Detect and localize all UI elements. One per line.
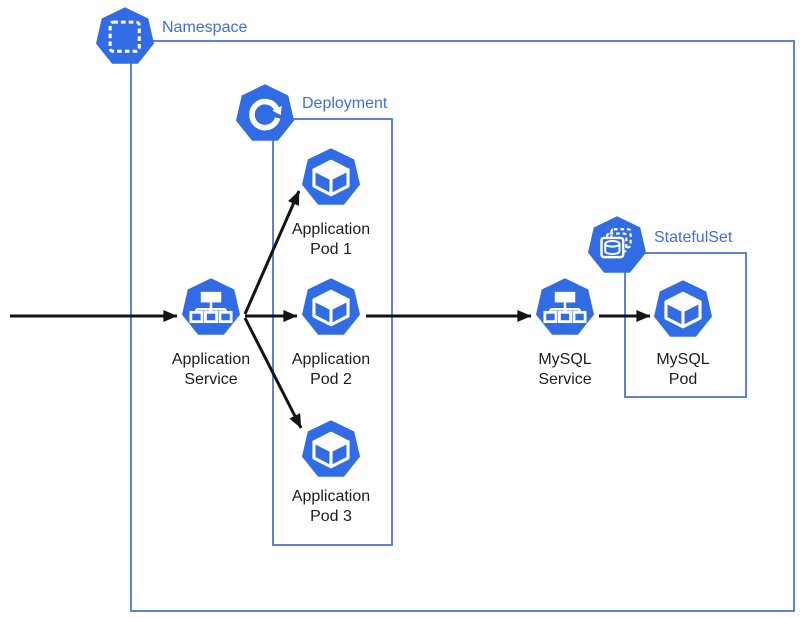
service-connector-lines xyxy=(195,302,227,313)
service-leaf-box xyxy=(572,310,587,324)
service-root-box xyxy=(200,291,222,303)
app-pod3-node xyxy=(300,419,362,481)
service-leaf-box xyxy=(204,310,218,324)
heptagon-shape xyxy=(235,84,295,141)
service-tree-icon xyxy=(535,278,595,335)
deployment-boundary-box xyxy=(272,118,393,546)
namespace-dashed-square-icon xyxy=(95,7,155,64)
statefulset-stacked-database-icon xyxy=(587,216,647,273)
mysql-service-node xyxy=(534,277,596,339)
app-pod1-node xyxy=(300,147,362,209)
service-leaf-box xyxy=(543,310,558,324)
pod-cube-icon xyxy=(301,420,361,477)
heptagon-shape xyxy=(95,7,155,64)
database-cylinder-body xyxy=(604,243,621,256)
deployment-node xyxy=(234,83,296,145)
cube-front-edges xyxy=(312,168,350,197)
cube-front-edges xyxy=(312,440,350,469)
namespace-boundary-box xyxy=(130,40,795,612)
app-pod2-node xyxy=(300,277,362,339)
pod-cube-icon xyxy=(653,280,713,337)
mysql-pod-node xyxy=(652,279,714,341)
arrow-app-service-to-pod1 xyxy=(243,190,301,315)
service-root-box xyxy=(554,291,576,303)
statefulset-boundary-box xyxy=(624,252,747,398)
app-service-node xyxy=(180,277,242,339)
deployment-circular-arrow-icon xyxy=(235,84,295,141)
service-connector-lines xyxy=(549,302,581,313)
service-leaf-box xyxy=(189,310,204,324)
namespace-node xyxy=(94,6,156,68)
circular-arrow-head xyxy=(272,105,282,116)
pod-cube-icon xyxy=(301,148,361,205)
pod-cube-icon xyxy=(301,278,361,335)
service-tree-icon xyxy=(181,278,241,335)
cube-front-edges xyxy=(312,298,350,327)
cube-front-edges xyxy=(664,300,702,329)
service-leaf-box xyxy=(558,310,572,324)
dashed-square-glyph xyxy=(108,20,141,53)
statefulset-node xyxy=(586,215,648,277)
circular-arrow-glyph xyxy=(249,98,281,131)
arrow-app-service-to-pod3 xyxy=(243,317,303,429)
service-leaf-box xyxy=(218,310,233,324)
